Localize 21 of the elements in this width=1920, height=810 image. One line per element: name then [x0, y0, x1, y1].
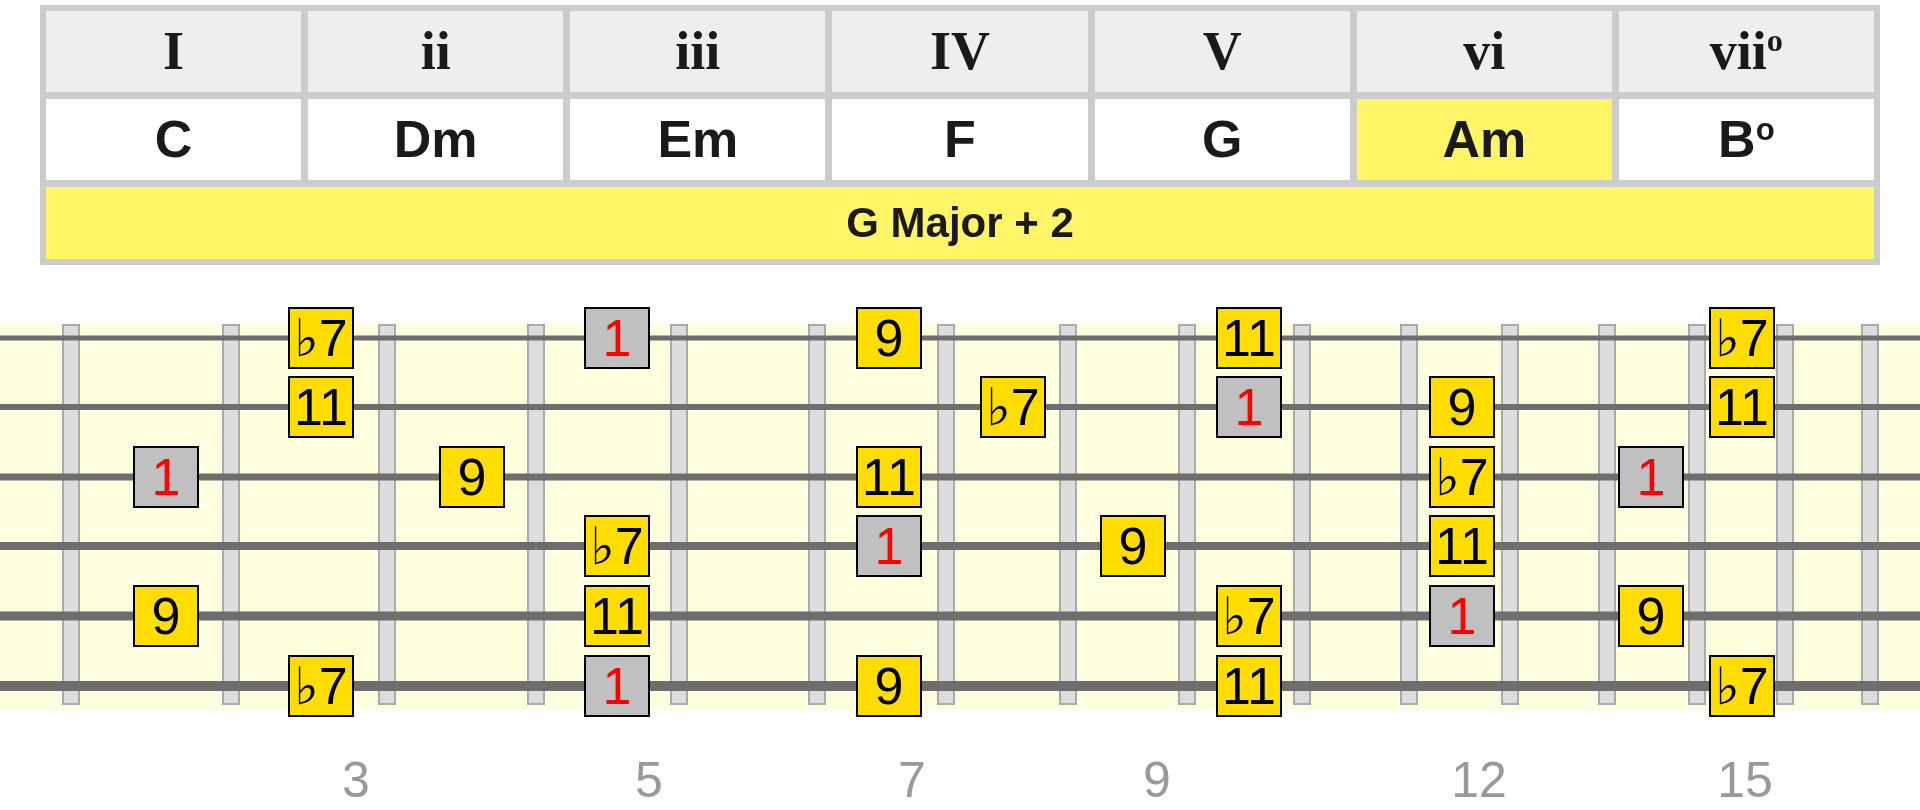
fret-number: 7 [898, 755, 926, 805]
scale-degree: V [1094, 11, 1350, 92]
scale-degree: I [46, 11, 302, 92]
fret-number: 12 [1451, 755, 1507, 805]
chord-name: Em [570, 99, 826, 180]
chord-name: G [1094, 99, 1350, 180]
chord-name: C [46, 99, 302, 180]
chord-name: Dm [308, 99, 564, 180]
scale-degree: iii [570, 11, 826, 92]
fret-number: 15 [1717, 755, 1773, 805]
highlighted-chord-name: Am [1356, 99, 1612, 180]
chord-name: B$^{o}$ [1618, 99, 1874, 180]
scale-degree: vii$^{o}$ [1618, 11, 1874, 92]
fret-number: 3 [342, 755, 370, 805]
fret-number: 9 [1143, 755, 1171, 805]
chord-name: F [832, 99, 1088, 180]
scale-degree: IV [832, 11, 1088, 92]
key-banner: G Major + 2 [46, 187, 1874, 259]
scale-degree: ii [308, 11, 564, 92]
scale-degree: vi [1356, 11, 1612, 92]
fret-number: 5 [635, 755, 663, 805]
